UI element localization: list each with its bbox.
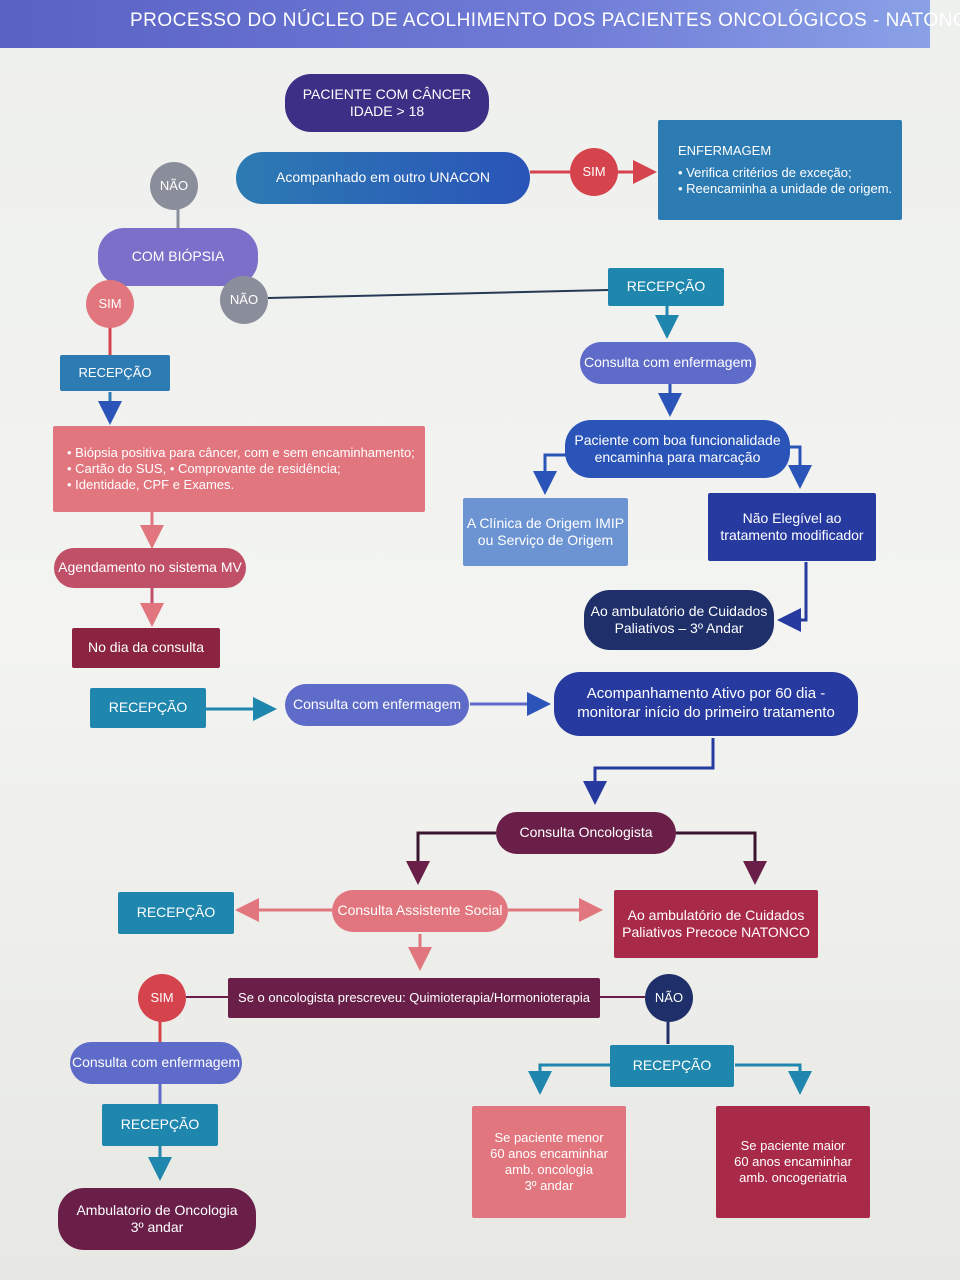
- documents-bullet1: • Biópsia positiva para câncer, com e se…: [67, 444, 415, 460]
- documents-bullet2: • Cartão do SUS, • Comprovante de residê…: [67, 460, 341, 476]
- oncologist-consult-node: Consulta Oncologista: [496, 812, 676, 854]
- over-60-line3: amb. oncogeriatria: [739, 1170, 847, 1186]
- not-eligible-line2: tratamento modificador: [720, 527, 864, 543]
- reception-social: RECEPÇÃO: [118, 892, 234, 934]
- decision-nao-bottom: NÃO: [645, 974, 693, 1022]
- scheduling-mv-node: Agendamento no sistema MV: [54, 548, 246, 588]
- not-eligible-line1: Não Elegível ao: [742, 509, 842, 526]
- good-functionality-line2: encaminha para marcação: [594, 449, 761, 465]
- oncology-ambulatory-line2: 3º andar: [130, 1219, 184, 1235]
- active-followup-node: Acompanhamento Ativo por 60 dia - monito…: [554, 672, 858, 736]
- over-60-box: Se paciente maior 60 anos encaminhar amb…: [716, 1106, 870, 1218]
- reception-bottom-left: RECEPÇÃO: [102, 1104, 218, 1146]
- good-functionality-node: Paciente com boa funcionalidade encaminh…: [565, 420, 790, 478]
- decision-sim-bottom: SIM: [138, 974, 186, 1022]
- oncology-ambulatory-node: Ambulatorio de Oncologia 3º andar: [58, 1188, 256, 1250]
- under-60-line3: amb. oncologia: [504, 1162, 594, 1177]
- palliative-line1: Ao ambulatório de Cuidados: [590, 602, 768, 619]
- active-followup-line2: monitorar início do primeiro tratamento: [577, 704, 835, 721]
- nursing-box: ENFERMAGEM • Verifica critérios de exceç…: [658, 120, 902, 220]
- page-title: PROCESSO DO NÚCLEO DE ACOLHIMENTO DOS PA…: [130, 10, 960, 31]
- nursing-consult-middle: Consulta com enfermagem: [285, 684, 469, 726]
- oncology-ambulatory-line1: Ambulatorio de Oncologia: [76, 1201, 238, 1218]
- nursing-consult-bottom: Consulta com enfermagem: [70, 1042, 242, 1084]
- under-60-box: Se paciente menor 60 anos encaminhar amb…: [472, 1106, 626, 1218]
- origin-clinic-box: A Clínica de Origem IMIP ou Serviço de O…: [463, 498, 628, 566]
- under-60-line4: 3º andar: [524, 1178, 574, 1194]
- nursing-title: ENFERMAGEM: [678, 142, 772, 158]
- decision-sim-top: SIM: [570, 148, 618, 196]
- nursing-bullet1: • Verifica critérios de exceção;: [678, 164, 852, 180]
- reception-left-top: RECEPÇÃO: [60, 355, 170, 391]
- reception-middle: RECEPÇÃO: [90, 688, 206, 728]
- decision-nao-top: NÃO: [150, 162, 198, 210]
- active-followup-line1: Acompanhamento Ativo por 60 dia -: [586, 685, 826, 703]
- over-60-line1: Se paciente maior: [740, 1137, 846, 1153]
- prescription-condition-box: Se o oncologista prescreveu: Quimioterap…: [228, 978, 600, 1018]
- reception-right-top: RECEPÇÃO: [608, 268, 724, 306]
- required-documents-box: • Biópsia positiva para câncer, com e se…: [53, 426, 425, 512]
- early-palliative-line2: Paliativos Precoce NATONCO: [622, 924, 810, 940]
- decision-sim-biopsy: SIM: [86, 280, 134, 328]
- not-eligible-box: Não Elegível ao tratamento modificador: [708, 493, 876, 561]
- under-60-line2: 60 anos encaminhar: [490, 1145, 608, 1161]
- reception-bottom-right: RECEPÇÃO: [610, 1045, 734, 1087]
- nursing-consult-right: Consulta com enfermagem: [580, 342, 756, 384]
- nursing-bullet2: • Reencaminha a unidade de origem.: [678, 181, 893, 197]
- documents-bullet3: • Identidade, CPF e Exames.: [67, 477, 235, 493]
- over-60-line2: 60 anos encaminhar: [734, 1153, 852, 1169]
- with-biopsy-node: COM BIÓPSIA: [98, 228, 258, 286]
- palliative-line2: Paliativos – 3º Andar: [614, 620, 744, 636]
- patient-node: PACIENTE COM CÂNCER IDADE > 18: [285, 74, 489, 132]
- header-banner: PROCESSO DO NÚCLEO DE ACOLHIMENTO DOS PA…: [0, 0, 960, 48]
- under-60-line1: Se paciente menor: [494, 1129, 604, 1145]
- social-worker-consult-node: Consulta Assistente Social: [332, 890, 508, 932]
- origin-clinic-line2: ou Serviço de Origem: [477, 532, 614, 548]
- good-functionality-line1: Paciente com boa funcionalidade: [574, 431, 781, 448]
- palliative-care-node: Ao ambulatório de Cuidados Paliativos – …: [584, 590, 774, 650]
- patient-line1: PACIENTE COM CÂNCER: [302, 85, 472, 102]
- early-palliative-line1: Ao ambulatório de Cuidados: [627, 906, 805, 923]
- early-palliative-box: Ao ambulatório de Cuidados Paliativos Pr…: [614, 890, 818, 958]
- decision-nao-biopsy: NÃO: [220, 276, 268, 324]
- consultation-day-box: No dia da consulta: [72, 628, 220, 668]
- patient-line2: IDADE > 18: [349, 103, 425, 119]
- origin-clinic-line1: A Clínica de Origem IMIP: [466, 514, 625, 531]
- accompanied-unacon-node: Acompanhado em outro UNACON: [236, 152, 530, 204]
